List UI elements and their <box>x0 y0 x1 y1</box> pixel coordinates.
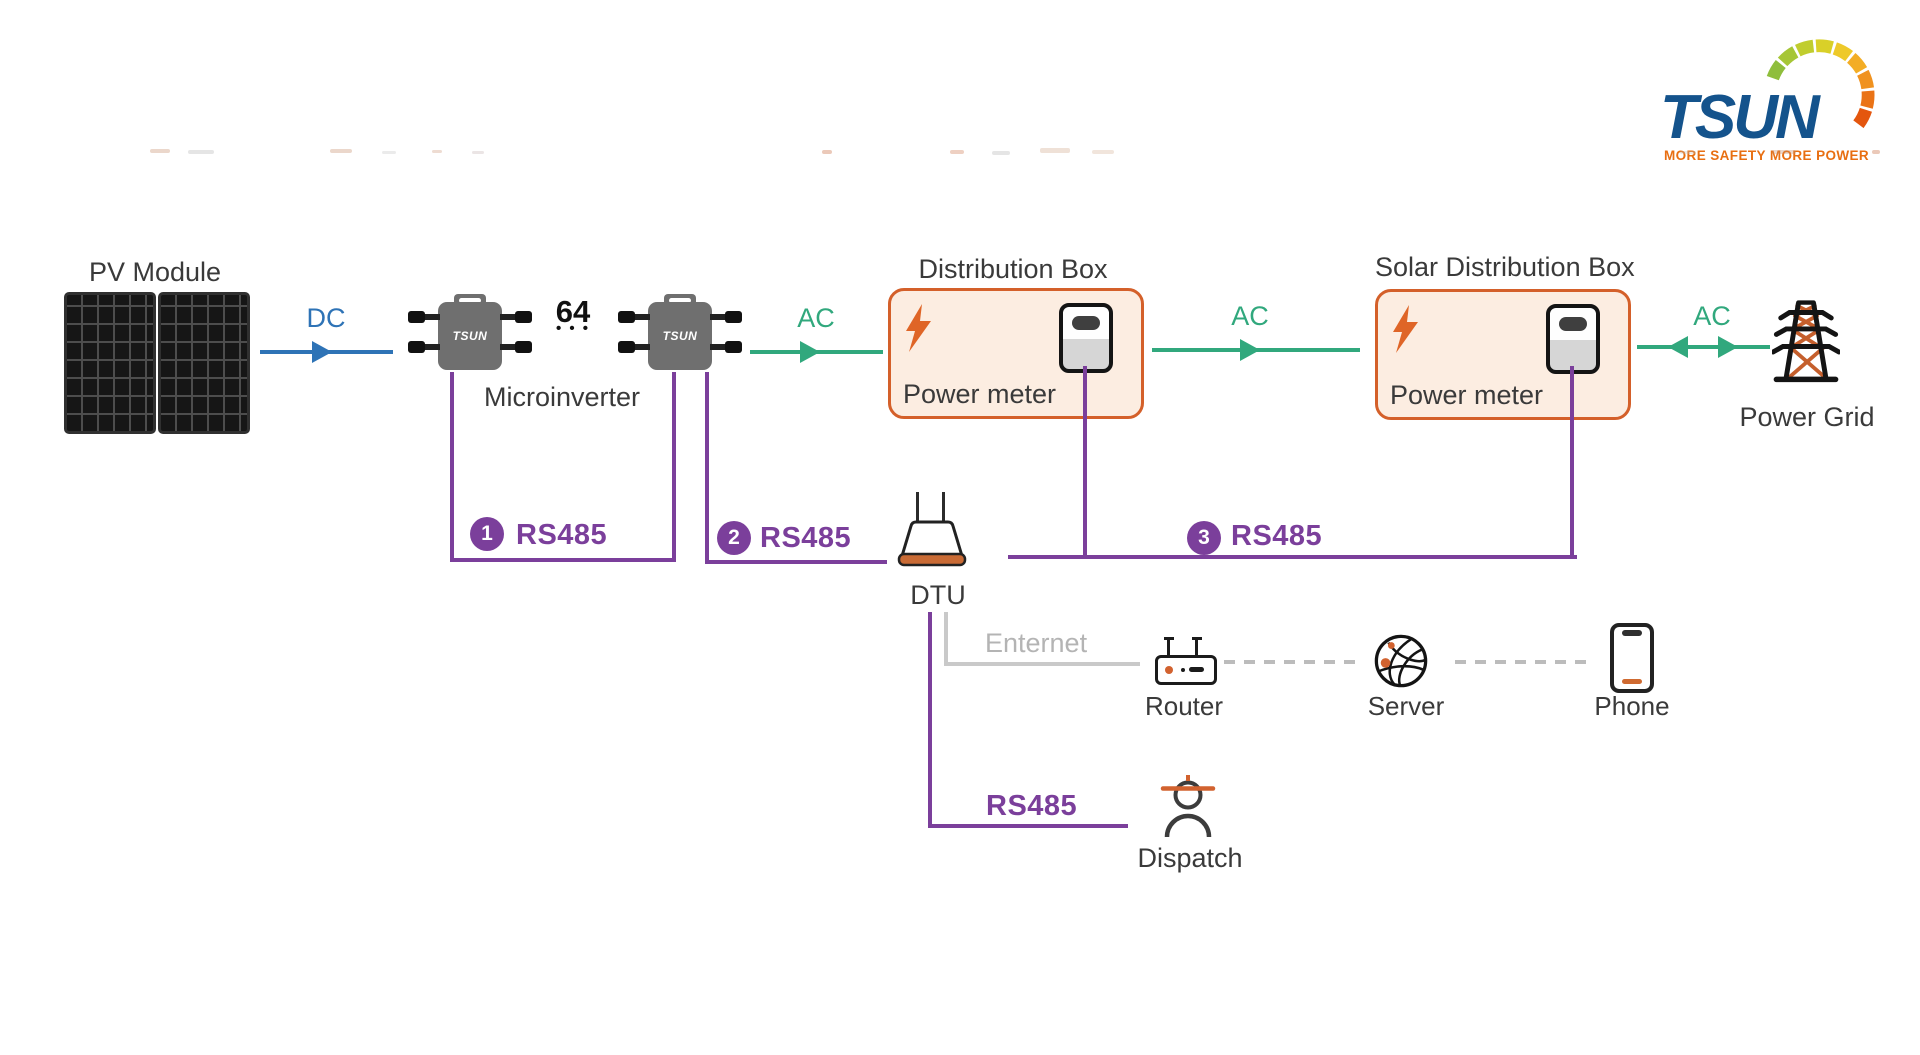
inverter-brand-label: TSUN <box>662 329 698 343</box>
microinverter-ellipsis: • • • <box>555 320 591 337</box>
tsun-logo-tagline: MORE SAFETY MORE POWER <box>1664 148 1870 163</box>
dc-arrow-icon <box>312 341 332 363</box>
ac-cable-icon <box>500 341 532 353</box>
power-meter-icon <box>1059 303 1113 373</box>
router-label: Router <box>1144 691 1224 721</box>
lightning-icon <box>1393 305 1418 353</box>
dc-link-label: DC <box>306 303 346 333</box>
microinverter-count: 64 <box>555 294 591 329</box>
dashed-line-server-phone <box>1455 660 1593 664</box>
dtu-antenna-icon <box>916 492 919 524</box>
ac-arrow-icon <box>1240 339 1260 361</box>
distribution-box-title: Distribution Box <box>918 254 1108 284</box>
pv-module-label: PV Module <box>88 257 222 287</box>
ac-cable-icon <box>710 311 742 323</box>
rs485-link-3-label: RS485 <box>1231 520 1323 552</box>
ac-cable-icon <box>710 341 742 353</box>
ac-link-3-label: AC <box>1693 301 1731 331</box>
phone-icon <box>1610 623 1654 693</box>
rs485-link-1-line-bottom <box>450 558 676 562</box>
router-body <box>1155 655 1217 685</box>
microinverter-2-icon: TSUN <box>618 294 742 374</box>
dtu-antenna-icon <box>942 492 945 524</box>
dc-cable-icon <box>408 311 440 323</box>
rs485-link-2-badge: 2 <box>717 521 751 555</box>
dispatch-label: Dispatch <box>1137 843 1243 873</box>
pv-panel-icon <box>158 292 250 434</box>
rs485-link-2-line-bottom <box>705 560 887 564</box>
lightning-icon <box>906 304 931 352</box>
router-slot-icon <box>1189 667 1204 672</box>
rs485-link-3-line-to-meter-1 <box>1083 366 1087 559</box>
power-meter-label: Power meter <box>1390 380 1544 410</box>
ac-arrow-icon <box>800 341 820 363</box>
dispatch-icon <box>1160 775 1216 838</box>
router-led-icon <box>1165 666 1173 674</box>
power-meter-icon <box>1546 304 1600 374</box>
phone-label: Phone <box>1594 691 1670 721</box>
rs485-link-1-badge: 1 <box>470 517 504 551</box>
power-meter-label: Power meter <box>903 379 1057 409</box>
dc-cable-icon <box>618 311 650 323</box>
ac-cable-icon <box>500 311 532 323</box>
ac-arrow-left-icon <box>1668 336 1688 358</box>
microinverter-label: Microinverter <box>483 382 641 412</box>
router-antenna-icon <box>1163 637 1174 657</box>
inverter-body: TSUN <box>648 302 712 370</box>
pv-panel-icon <box>64 292 156 434</box>
phone-notch-icon <box>1622 630 1642 636</box>
tsun-logo: TSUN MORE SAFETY MORE POWER <box>1652 39 1902 172</box>
solar-distribution-box: Power meter <box>1375 289 1631 420</box>
dashed-line-router-server <box>1224 660 1358 664</box>
rs485-link-1-line-left <box>450 372 454 562</box>
microinverter-1-icon: TSUN <box>408 294 532 374</box>
dc-cable-icon <box>408 341 440 353</box>
ethernet-line-horizontal <box>944 662 1140 666</box>
dtu-icon <box>897 520 967 567</box>
rs485-dispatch-line-horizontal <box>928 824 1128 828</box>
rs485-dispatch-label: RS485 <box>986 790 1078 822</box>
rs485-link-2-label: RS485 <box>760 522 852 554</box>
router-dot-icon <box>1181 668 1185 672</box>
server-label: Server <box>1367 691 1445 721</box>
router-icon <box>1155 637 1217 685</box>
rs485-dispatch-line-vertical <box>928 612 932 828</box>
tsun-logo-arc-icon <box>1766 39 1875 129</box>
rs485-link-1-line-right <box>672 372 676 562</box>
phone-home-bar-icon <box>1622 679 1642 684</box>
solar-distribution-box-title: Solar Distribution Box <box>1375 252 1635 282</box>
rs485-link-1-label: RS485 <box>516 519 608 551</box>
rs485-link-2-line-left <box>705 372 709 564</box>
tsun-logo-brand: TSUN <box>1660 83 1820 152</box>
rs485-link-3-badge: 3 <box>1187 521 1221 555</box>
rs485-link-3-line-to-meter-2 <box>1570 366 1574 559</box>
ac-link-1-label: AC <box>797 303 835 333</box>
power-grid-label: Power Grid <box>1739 402 1875 432</box>
ac-arrow-right-icon <box>1718 336 1738 358</box>
server-icon <box>1374 634 1428 688</box>
dtu-label: DTU <box>910 580 966 610</box>
ethernet-label: Enternet <box>985 628 1088 658</box>
ac-link-3-line <box>1637 345 1770 349</box>
inverter-brand-label: TSUN <box>452 329 488 343</box>
ac-link-2-label: AC <box>1231 301 1269 331</box>
ethernet-line-vertical <box>944 612 948 666</box>
inverter-body: TSUN <box>438 302 502 370</box>
distribution-box: Power meter <box>888 288 1144 419</box>
router-antenna-icon <box>1191 637 1202 657</box>
rs485-link-3-line <box>1008 555 1577 559</box>
dc-cable-icon <box>618 341 650 353</box>
power-grid-icon <box>1772 300 1840 383</box>
